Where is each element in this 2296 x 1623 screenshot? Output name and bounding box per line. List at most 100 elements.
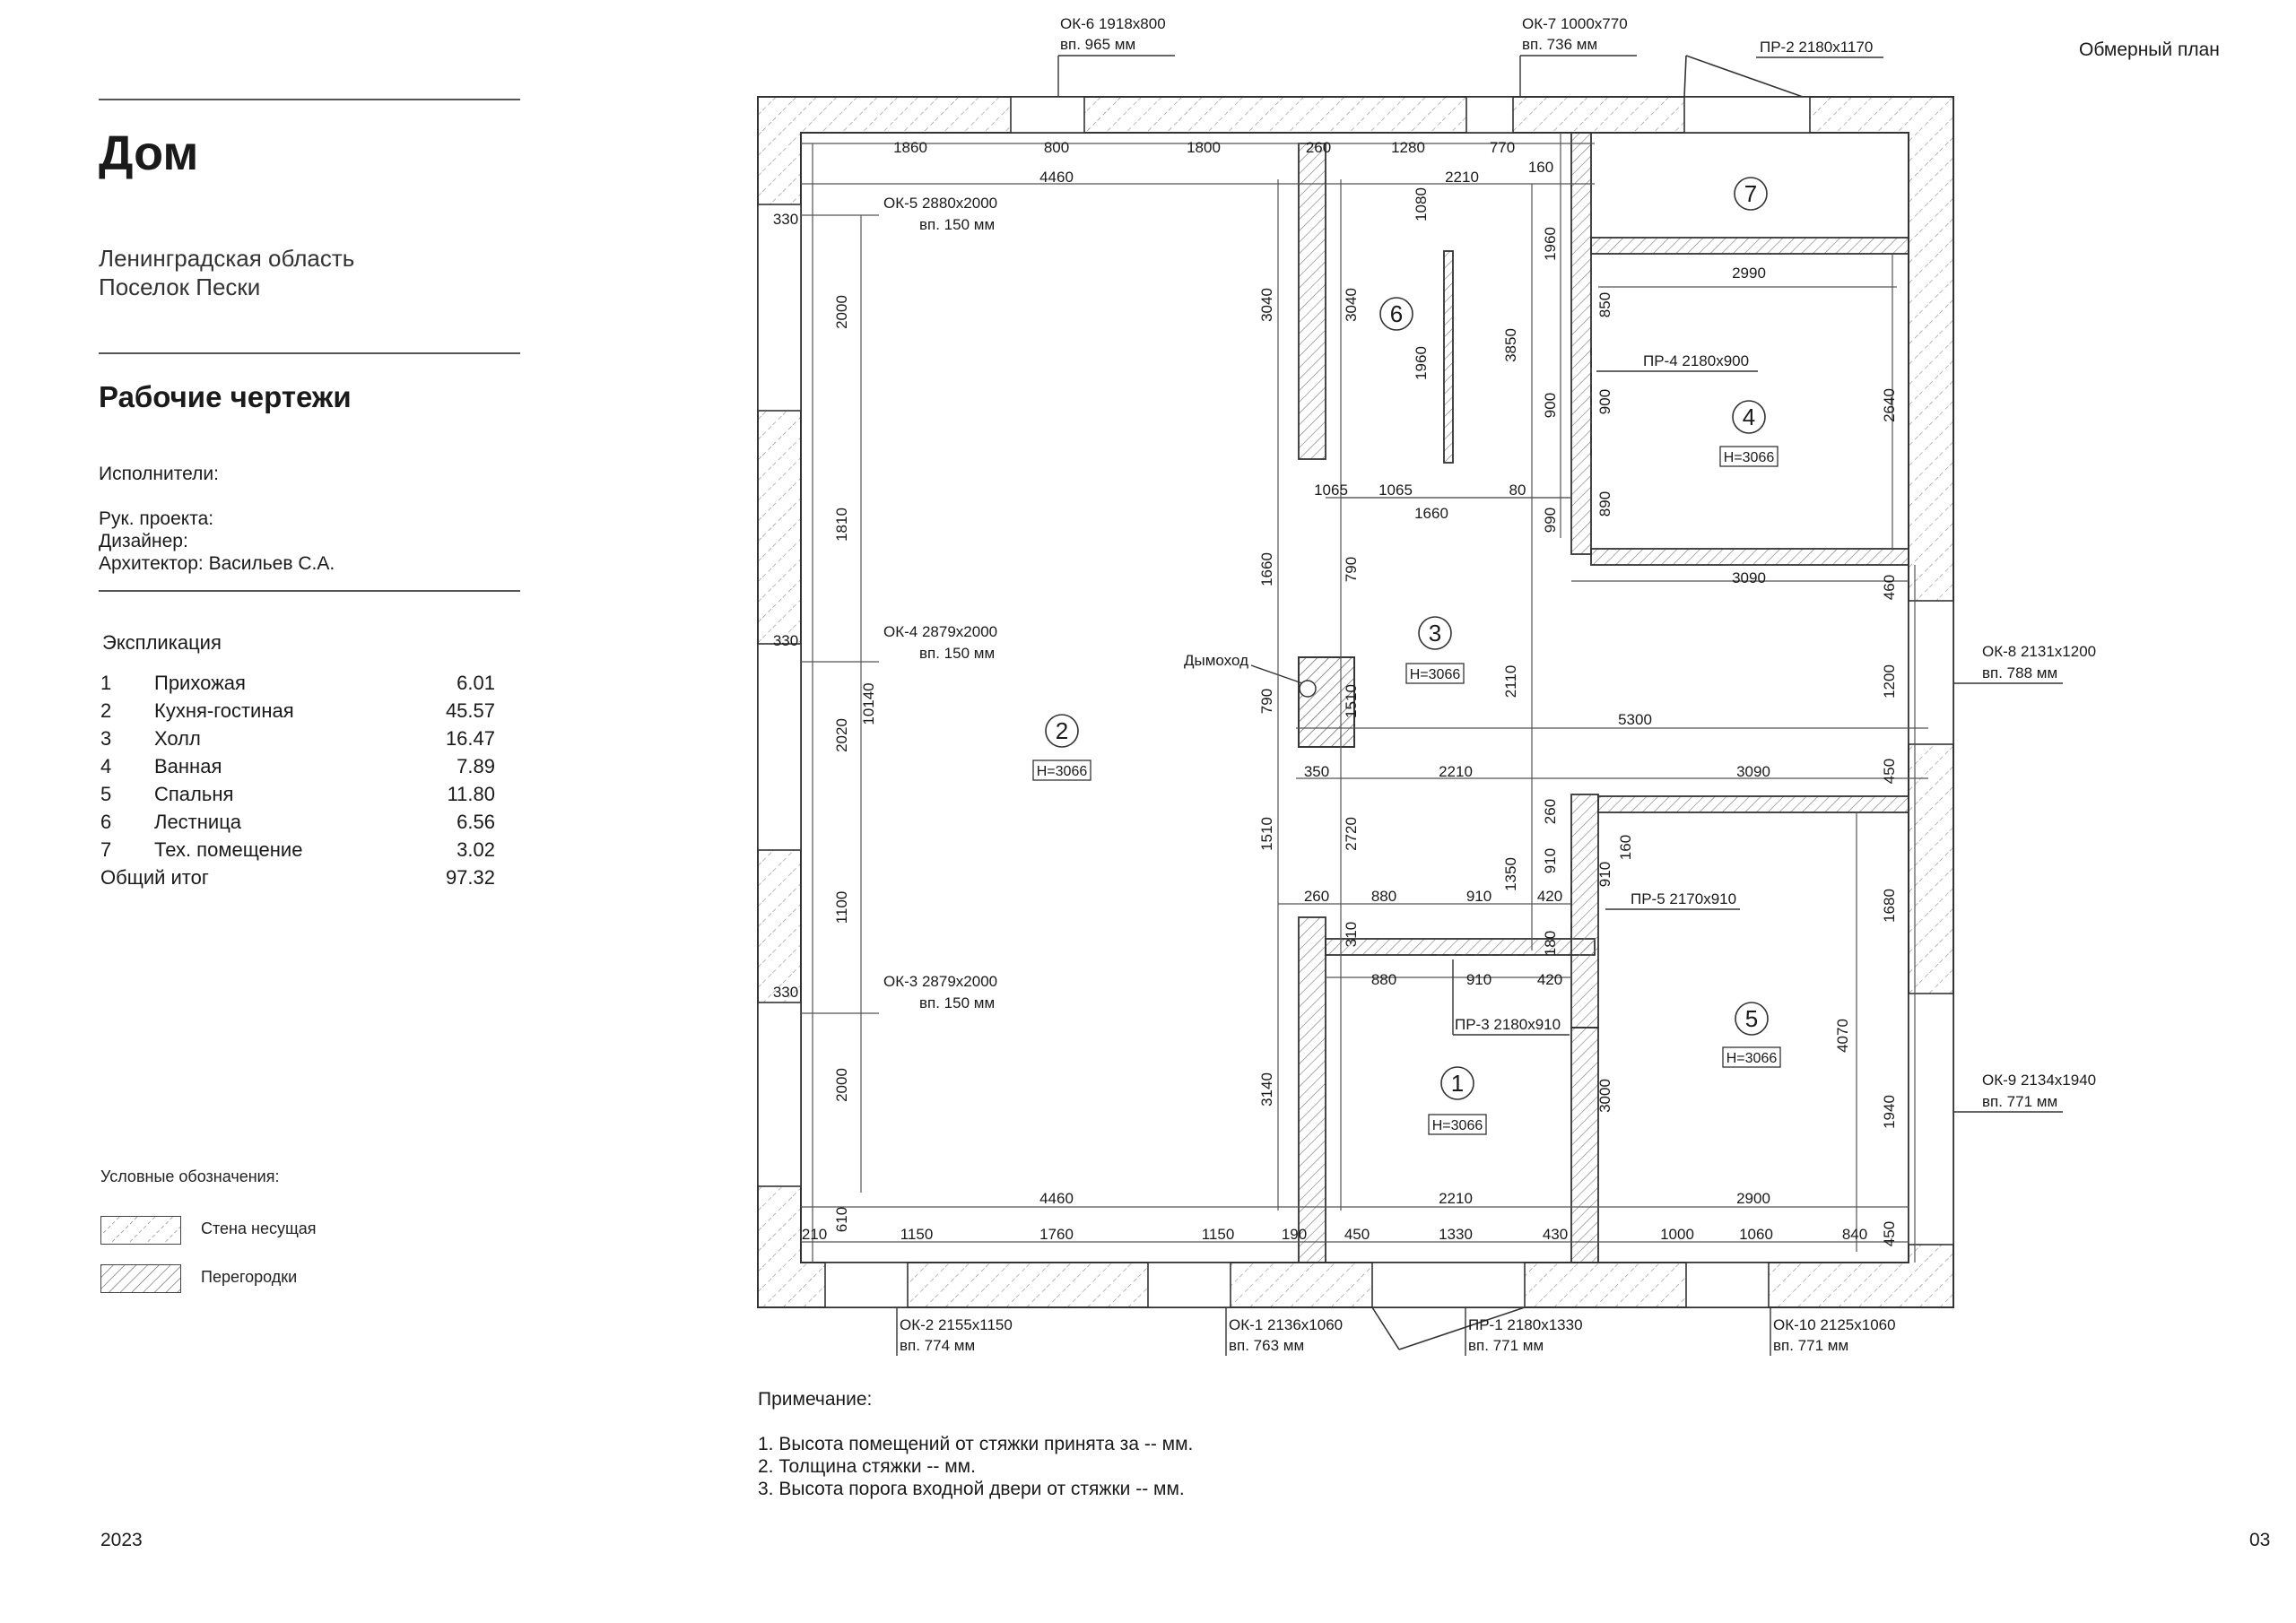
svg-text:260: 260 <box>1306 139 1331 156</box>
svg-text:850: 850 <box>1596 292 1613 317</box>
svg-text:3850: 3850 <box>1502 328 1519 362</box>
legend-partitions-label: Перегородки <box>201 1268 298 1286</box>
note-3: 3. Высота порога входной двери от стяжки… <box>758 1479 1185 1499</box>
footer-page-number: 03 <box>2249 1530 2271 1550</box>
svg-text:ПР-5 2170x910: ПР-5 2170x910 <box>1631 890 1736 907</box>
svg-text:3140: 3140 <box>1258 1072 1275 1107</box>
svg-text:ОК-6 1918x800: ОК-6 1918x800 <box>1060 15 1166 32</box>
svg-text:3090: 3090 <box>1732 569 1766 586</box>
team-heading: Исполнители: <box>99 464 219 484</box>
svg-text:10140: 10140 <box>860 682 877 725</box>
svg-text:1065: 1065 <box>1314 482 1348 499</box>
svg-text:вп. 736 мм: вп. 736 мм <box>1522 36 1597 53</box>
chimney-label: Дымоход <box>1184 652 1248 669</box>
svg-text:2210: 2210 <box>1439 763 1473 780</box>
svg-text:1350: 1350 <box>1502 857 1519 891</box>
svg-text:1510: 1510 <box>1343 684 1360 718</box>
chimney: Дымоход <box>1184 652 1355 748</box>
svg-text:ОК-8 2131x1200: ОК-8 2131x1200 <box>1982 643 2096 660</box>
svg-text:910: 910 <box>1596 862 1613 887</box>
svg-text:7: 7 <box>1744 180 1757 207</box>
right-annotations: ОК-8 2131x1200 вп. 788 мм ОК-9 2134x1940… <box>1452 352 2096 1113</box>
svg-text:5300: 5300 <box>1618 711 1652 728</box>
svg-text:вп. 788 мм: вп. 788 мм <box>1982 664 2057 681</box>
svg-text:1150: 1150 <box>900 1226 934 1243</box>
notes-block: Примечание: 1. Высота помещений от стяжк… <box>758 1388 1193 1500</box>
team-lead: Рук. проекта: <box>99 508 214 529</box>
address-line-2: Поселок Пески <box>99 273 261 300</box>
svg-text:3090: 3090 <box>1736 763 1770 780</box>
svg-text:5: 5 <box>1745 1005 1758 1032</box>
svg-text:вп. 774 мм: вп. 774 мм <box>900 1337 975 1354</box>
team-designer: Дизайнер: <box>99 531 188 551</box>
dimension-values: 1860 800 1800 260 1280 770 4460 2210 160… <box>773 139 1867 1243</box>
svg-text:2110: 2110 <box>1502 665 1519 699</box>
svg-text:900: 900 <box>1596 389 1613 414</box>
room-markers: 2 H=3066 6 3 H=3066 7 4 H=3066 5 H=3066 … <box>1032 177 1781 1135</box>
svg-text:450: 450 <box>1881 1221 1898 1246</box>
svg-text:2210: 2210 <box>1445 169 1479 186</box>
footer-year: 2023 <box>100 1530 143 1550</box>
note-2: 2. Толщина стяжки -- мм. <box>758 1456 976 1477</box>
svg-text:180: 180 <box>1542 931 1559 956</box>
svg-text:2020: 2020 <box>833 718 850 752</box>
room-marker-1: 1 H=3066 <box>1428 1066 1487 1135</box>
notes-title: Примечание: <box>758 1389 873 1410</box>
svg-text:1660: 1660 <box>1414 505 1448 522</box>
svg-text:460: 460 <box>1881 575 1898 600</box>
svg-text:3040: 3040 <box>1258 288 1275 322</box>
svg-text:вп. 763 мм: вп. 763 мм <box>1229 1337 1304 1354</box>
svg-text:1065: 1065 <box>1378 482 1413 499</box>
team-architect: Архитектор: Васильев С.А. <box>99 553 335 574</box>
svg-text:840: 840 <box>1842 1226 1867 1243</box>
svg-text:ПР-1 2180x1330: ПР-1 2180x1330 <box>1468 1316 1583 1333</box>
svg-text:2000: 2000 <box>833 1068 850 1102</box>
svg-text:900: 900 <box>1542 393 1559 418</box>
svg-text:910: 910 <box>1466 971 1492 988</box>
svg-text:ОК-5 2880x2000: ОК-5 2880x2000 <box>883 195 997 212</box>
svg-text:4460: 4460 <box>1039 1190 1074 1207</box>
project-title: Дом <box>99 126 199 180</box>
svg-text:160: 160 <box>1528 159 1553 176</box>
svg-text:910: 910 <box>1542 848 1559 873</box>
svg-text:890: 890 <box>1596 491 1613 516</box>
svg-text:3: 3 <box>1429 620 1441 647</box>
svg-text:4: 4 <box>1743 404 1755 430</box>
legend-title: Условные обозначения: <box>100 1167 280 1185</box>
svg-text:1280: 1280 <box>1391 139 1425 156</box>
svg-text:вп. 771 мм: вп. 771 мм <box>1468 1337 1544 1354</box>
door-openings <box>1371 55 1811 1350</box>
svg-text:2000: 2000 <box>833 295 850 329</box>
svg-text:1510: 1510 <box>1258 817 1275 851</box>
svg-text:450: 450 <box>1344 1226 1370 1243</box>
svg-text:H=3066: H=3066 <box>1432 1118 1483 1133</box>
svg-text:1150: 1150 <box>1202 1226 1235 1243</box>
team-members: Рук. проекта: Дизайнер: Архитектор: Васи… <box>99 508 335 575</box>
svg-text:2640: 2640 <box>1881 388 1898 422</box>
vertical-dimension-values: 2000 1810 2020 10140 1100 2000 610 3040 … <box>833 187 1898 1246</box>
svg-text:вп. 965 мм: вп. 965 мм <box>1060 36 1135 53</box>
svg-text:1000: 1000 <box>1660 1226 1694 1243</box>
svg-text:1860: 1860 <box>893 139 927 156</box>
svg-text:2990: 2990 <box>1732 265 1766 282</box>
svg-text:350: 350 <box>1304 763 1329 780</box>
svg-text:1330: 1330 <box>1439 1226 1473 1243</box>
svg-text:H=3066: H=3066 <box>1037 764 1088 779</box>
svg-text:1960: 1960 <box>1542 227 1559 261</box>
svg-text:1940: 1940 <box>1881 1095 1898 1129</box>
svg-text:4460: 4460 <box>1039 169 1074 186</box>
svg-text:420: 420 <box>1537 971 1562 988</box>
room-marker-5: 5 H=3066 <box>1722 1002 1781 1068</box>
svg-text:1660: 1660 <box>1258 552 1275 586</box>
svg-text:3040: 3040 <box>1343 288 1360 322</box>
team-bottom-rule <box>99 590 520 592</box>
svg-text:ОК-3 2879x2000: ОК-3 2879x2000 <box>883 973 997 990</box>
svg-text:420: 420 <box>1537 888 1562 905</box>
svg-text:2720: 2720 <box>1343 817 1360 851</box>
